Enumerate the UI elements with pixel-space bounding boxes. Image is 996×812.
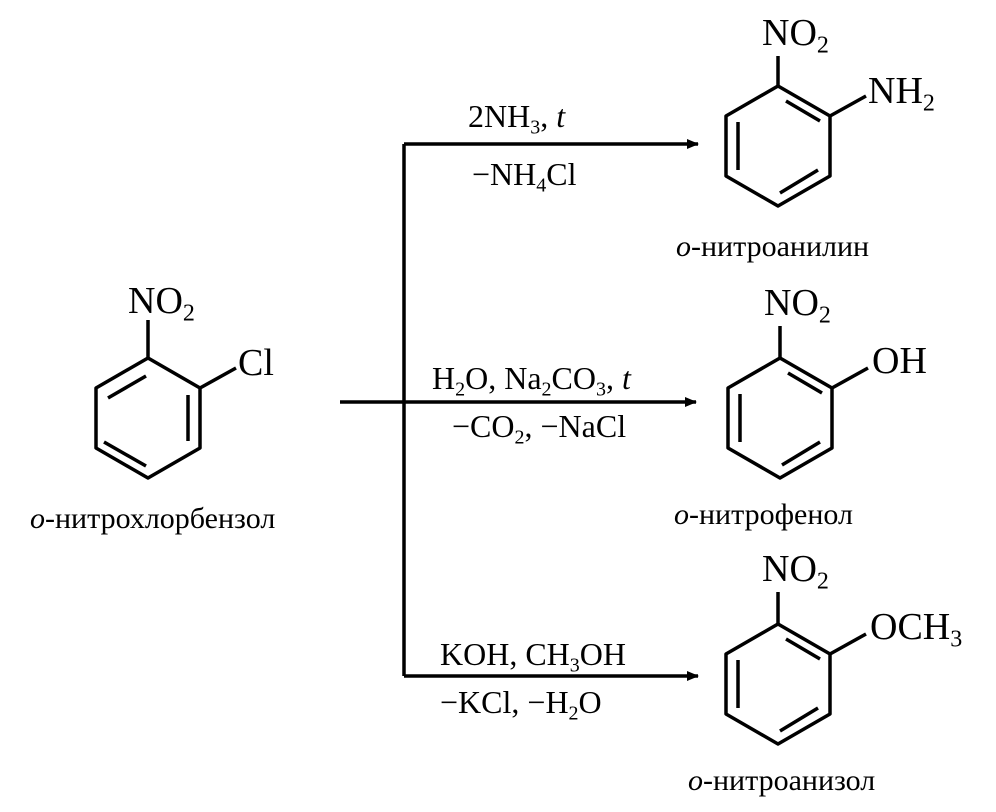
product-3-name: o-нитроанизол [688,764,876,797]
product-1-benzene-ring [724,56,867,208]
product-2-benzene-ring [726,326,869,480]
product-2-name: o-нитрофенол [674,498,853,531]
reaction-3-reagents: KOH, CH3OH [440,636,626,677]
product-2-hydroxy-group: OH [872,340,927,382]
reaction-1-byproducts: −NH4Cl [472,156,577,197]
product-3-methoxy-group: OCH3 [870,606,963,653]
product-3-nitro-group: NO2 [762,548,829,595]
reactant-benzene-ring [94,320,237,480]
product-1-nitro-group: NO2 [762,12,829,59]
product-1-amino-group: NH2 [868,70,935,117]
reactant-chloro-group: Cl [238,342,274,384]
product-1-name: o-нитроанилин [676,230,870,263]
reaction-2-reagents: H2O, Na2CO3, t [432,360,631,401]
product-3-benzene-ring [724,592,867,746]
reaction-1-reagents: 2NH3, t [468,98,566,139]
reaction-2-byproducts: −CO2, −NaCl [452,408,627,449]
reactant-nitro-group: NO2 [128,280,195,327]
reactant-name: o-нитрохлорбензол [30,502,276,535]
reaction-3-byproducts: −KCl, −H2O [440,684,602,725]
product-2-nitro-group: NO2 [764,282,831,329]
